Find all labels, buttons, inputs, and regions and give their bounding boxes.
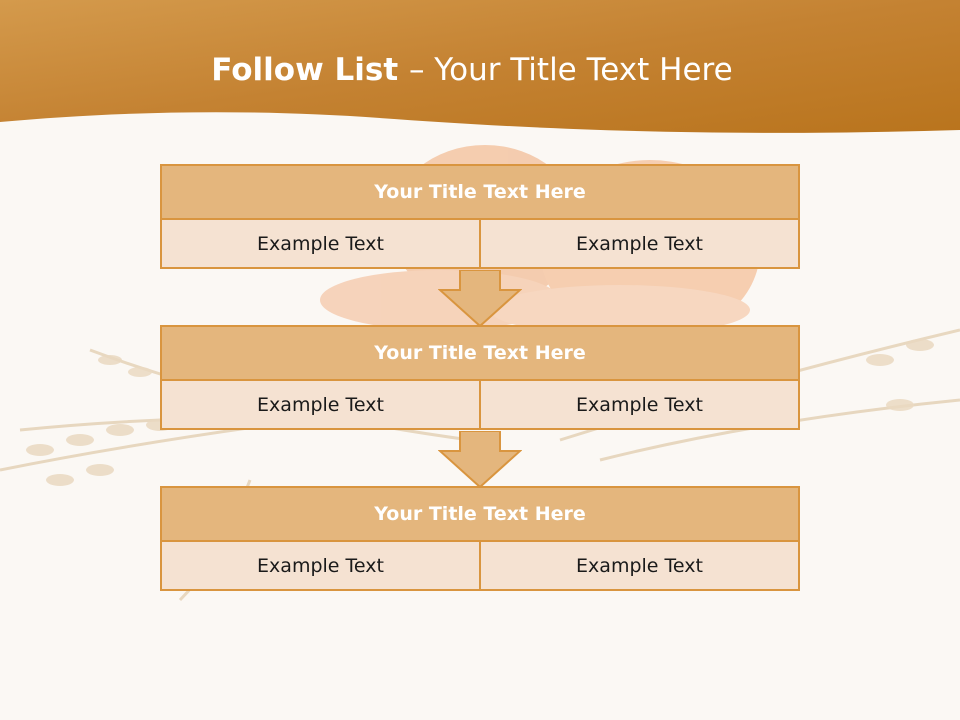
block-cell-left: Example Text	[160, 542, 481, 591]
block-title: Your Title Text Here	[160, 486, 800, 542]
block-cell-right: Example Text	[481, 220, 800, 269]
block-title: Your Title Text Here	[160, 325, 800, 381]
list-block-1: Your Title Text Here Example Text Exampl…	[160, 164, 800, 269]
block-cell-right: Example Text	[481, 542, 800, 591]
block-cell-left: Example Text	[160, 381, 481, 430]
block-title: Your Title Text Here	[160, 164, 800, 220]
block-cell-right: Example Text	[481, 381, 800, 430]
header-band	[0, 0, 960, 133]
block-cell-left: Example Text	[160, 220, 481, 269]
list-block-3: Your Title Text Here Example Text Exampl…	[160, 486, 800, 591]
list-block-2: Your Title Text Here Example Text Exampl…	[160, 325, 800, 430]
down-arrow-icon	[438, 270, 522, 328]
slide-title: Follow List – Your Title Text Here	[0, 52, 944, 88]
slide-title-rest: – Your Title Text Here	[408, 52, 733, 88]
down-arrow-icon	[438, 431, 522, 489]
slide-title-strong: Follow List	[211, 52, 409, 88]
